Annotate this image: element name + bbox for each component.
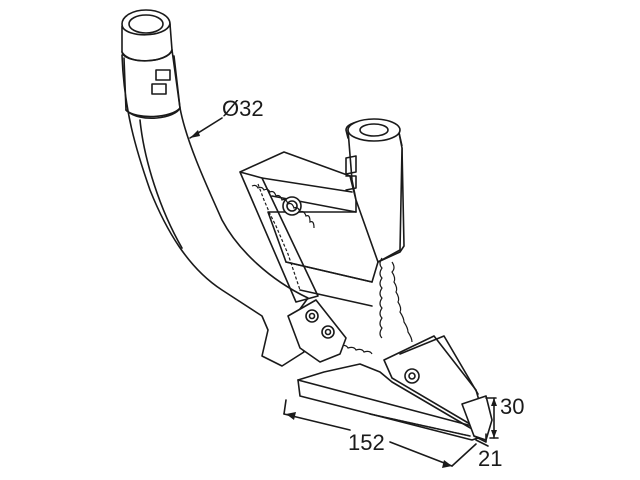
left-bracket [287, 299, 347, 363]
bolt-icon [305, 309, 319, 323]
tube-diameter-label: Ø32 [222, 96, 264, 121]
mounting-plate [239, 118, 405, 307]
dimension-lines [189, 117, 499, 468]
base-length-label: 152 [348, 430, 385, 455]
bolt-icon [404, 368, 420, 384]
tip-width-label: 21 [478, 446, 502, 471]
tip-height-label: 30 [500, 394, 524, 419]
share-blade [297, 335, 493, 443]
curved-tube [121, 9, 309, 367]
bolt-icon [321, 325, 335, 339]
upper-tube-end-icon [347, 118, 401, 142]
